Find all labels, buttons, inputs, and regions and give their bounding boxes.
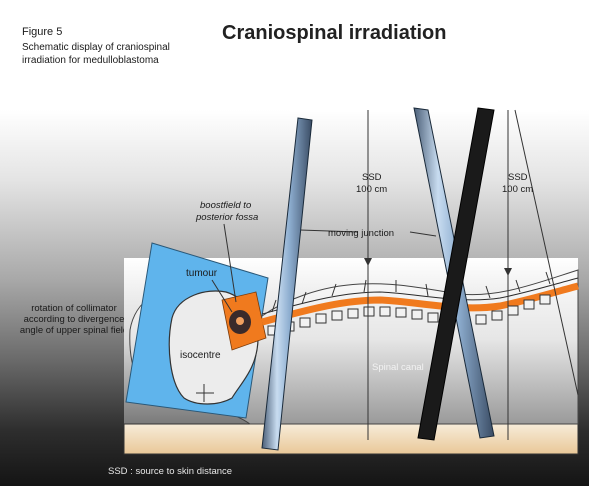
junction-arrow-right	[409, 231, 437, 237]
ssd-definition: SSD : source to skin distance	[108, 466, 233, 477]
diagram-title: Craniospinal irradiation	[222, 22, 447, 44]
vertebra	[331, 310, 343, 321]
vertebra	[475, 314, 487, 325]
moving-junction-label: moving junction	[328, 228, 394, 239]
vertebra	[379, 306, 391, 317]
spinal-canal	[261, 282, 579, 326]
spinal-canal-label: Spinal canal	[372, 362, 424, 373]
figure-label: Figure 5	[22, 26, 63, 38]
vertebra	[363, 306, 375, 317]
vertebra	[491, 310, 503, 321]
vertebra	[427, 312, 439, 323]
isocentre-label: isocentre	[180, 350, 221, 361]
lower-spinal-beam-edge	[417, 107, 495, 441]
cranial-beam-edge	[261, 117, 313, 451]
ssd-left-label-2: 100 cm	[356, 184, 387, 195]
boostfield-label-2: posterior fossa	[195, 212, 258, 223]
tumour-core	[236, 317, 244, 325]
top-bar	[290, 94, 558, 112]
rotation-collimator-label: rotation of collimator according to dive…	[19, 303, 129, 336]
vertebra	[539, 294, 551, 305]
vertebra	[299, 317, 311, 328]
spinal-canal-edge	[261, 277, 579, 315]
vertebra	[347, 308, 359, 319]
vertebra	[507, 305, 519, 316]
isocentre-marker	[196, 384, 214, 402]
figure-caption: Schematic display of craniospinal irradi…	[22, 42, 170, 66]
tumour-pointer	[211, 279, 233, 313]
vertebra	[523, 299, 535, 310]
junction-arrow-left	[299, 229, 359, 233]
ssd-right-label-2: 100 cm	[502, 184, 533, 195]
tumour-label: tumour	[186, 268, 218, 279]
boostfield-pointer	[223, 223, 237, 303]
ssd-right-label-1: SSD	[508, 172, 528, 183]
boostfield-label-1: boostfield to	[200, 200, 251, 211]
vertebra	[395, 307, 407, 318]
ssd-left-label-1: SSD	[362, 172, 382, 183]
vertebra	[411, 309, 423, 320]
ssd-arrow-right	[504, 268, 512, 276]
vertebrae	[267, 294, 551, 336]
divergence-line	[514, 109, 579, 396]
treatment-couch	[123, 423, 579, 455]
vertebra	[315, 313, 327, 324]
ssd-arrow-left	[364, 258, 372, 266]
